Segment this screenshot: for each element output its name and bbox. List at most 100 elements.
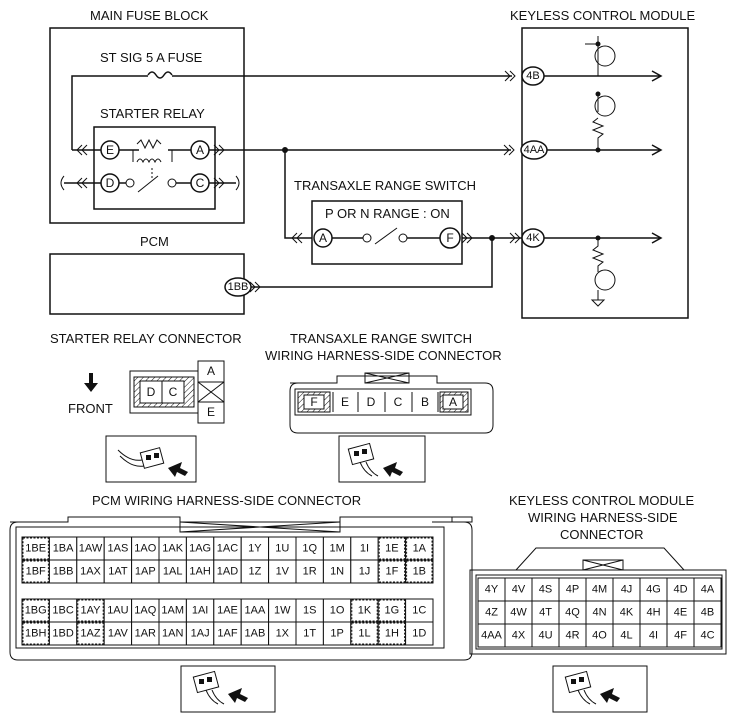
pcm-cell-1ay: 1AY [76, 598, 105, 623]
pcm-cell-1aq: 1AQ [131, 598, 160, 623]
kcm-cell-label: 4S [539, 584, 552, 596]
kcm-pin-4k: 4K [521, 228, 545, 248]
starter-relay-label: STARTER RELAY [100, 106, 205, 121]
keyless-control-module-box [521, 27, 689, 319]
kcm-connector-shell [469, 547, 727, 655]
pcm-cell-label: 1AR [135, 628, 156, 640]
kcm-arrow-4k [651, 232, 663, 244]
trs-conn-cell-d: D [367, 395, 376, 409]
pcm-cell-1aa: 1AA [240, 598, 270, 623]
kcm-cell-label: 4B [701, 607, 714, 619]
relay-switch-arm [137, 175, 159, 193]
pcm-cell-label: 1U [275, 543, 289, 555]
relay-pin-a: A [190, 140, 210, 160]
kcm-cell-label: 4U [538, 630, 552, 642]
pcm-connector-title: PCM WIRING HARNESS-SIDE CONNECTOR [92, 493, 361, 508]
pcm-cell-label: 1BD [52, 628, 73, 640]
kcm-cell-4k: 4K [612, 600, 641, 625]
pcm-cell-1k: 1K [350, 598, 379, 623]
kcm-cell-label: 4I [649, 630, 658, 642]
relay-conn-cell-d: D [147, 385, 156, 399]
pcm-cell-1ah: 1AH [185, 559, 215, 584]
pcm-cell-1n: 1N [322, 559, 352, 584]
pcm-box [49, 253, 245, 315]
kcm-cell-4q: 4Q [558, 600, 587, 625]
p-or-n-range-label: P OR N RANGE : ON [325, 206, 450, 221]
pcm-cell-label: 1O [330, 605, 345, 617]
trs-connector-title-2: WIRING HARNESS-SIDE CONNECTOR [265, 348, 502, 363]
pcm-cell-1h: 1H [377, 621, 407, 646]
pcm-cell-1u: 1U [268, 536, 297, 561]
kcm-transistor-3 [590, 238, 616, 307]
pcm-cell-1bb: 1BB [48, 559, 78, 584]
kcm-cell-label: 4Z [485, 607, 498, 619]
pcm-cell-1p: 1P [322, 621, 352, 646]
pcm-title: PCM [140, 234, 169, 249]
kcm-cell-4p: 4P [558, 577, 587, 602]
pcm-cell-label: 1AY [81, 605, 102, 617]
pcm-cell-label: 1K [358, 605, 372, 617]
kcm-cell-4u: 4U [531, 623, 560, 648]
kcm-cell-label: 4N [592, 607, 606, 619]
pcm-cell-label: 1AS [108, 543, 129, 555]
pcm-pin-1bb: 1BB [224, 277, 252, 297]
svg-text:4B: 4B [526, 70, 539, 82]
kcm-cell-4m: 4M [585, 577, 614, 602]
starter-relay-connector [129, 360, 225, 424]
wire-to-switch-a [284, 150, 314, 239]
kcm-cell-4g: 4G [639, 577, 668, 602]
kcm-cell-4v: 4V [504, 577, 533, 602]
svg-text:4AA: 4AA [524, 144, 545, 156]
kcm-cell-label: 4AA [481, 630, 502, 642]
pcm-cell-1l: 1L [350, 621, 379, 646]
pcm-cell-label: 1Z [248, 566, 261, 578]
pcm-cell-1o: 1O [322, 598, 352, 623]
pcm-cell-label: 1AL [163, 566, 183, 578]
pcm-cell-1as: 1AS [103, 536, 133, 561]
pcm-cell-label: 1R [303, 566, 317, 578]
svg-text:D: D [106, 176, 115, 190]
relay-conn-cell-e: E [207, 405, 215, 419]
pcm-cell-1aj: 1AJ [185, 621, 215, 646]
pcm-cell-1s: 1S [295, 598, 324, 623]
pcm-cell-label: 1BA [53, 543, 74, 555]
pcm-cell-label: 1Y [248, 543, 262, 555]
pcm-cell-label: 1AZ [80, 628, 100, 640]
pcm-cell-1bf: 1BF [21, 559, 50, 584]
relay-pin-c: C [190, 173, 210, 193]
starter-relay-box [93, 126, 216, 210]
relay-conn-cell-a: A [207, 364, 215, 378]
kcm-cell-4w: 4W [504, 600, 533, 625]
pcm-cell-label: 1AJ [191, 628, 210, 640]
pcm-cell-label: 1B [413, 566, 426, 578]
wire-fuse-to-relay-e [71, 75, 148, 150]
svg-text:A: A [319, 231, 327, 245]
svg-text:4K: 4K [526, 232, 540, 244]
pcm-cell-1f: 1F [377, 559, 407, 584]
pcm-cell-label: 1W [274, 605, 291, 617]
kcm-pin-4aa: 4AA [520, 140, 548, 160]
relay-coil [136, 158, 162, 164]
pcm-cell-label: 1AV [108, 628, 129, 640]
pcm-cell-1be: 1BE [21, 536, 50, 561]
pcm-cell-1an: 1AN [158, 621, 187, 646]
kcm-cell-4l: 4L [612, 623, 641, 648]
kcm-cell-4y: 4Y [477, 577, 506, 602]
relay-pin-d: D [100, 173, 120, 193]
connector-view-icon-3 [180, 665, 276, 713]
pcm-cell-1bg: 1BG [21, 598, 50, 623]
pcm-connector-shell [9, 516, 473, 661]
pcm-cell-label: 1AQ [134, 605, 156, 617]
pcm-cell-label: 1I [360, 543, 369, 555]
kcm-cell-label: 4E [674, 607, 687, 619]
pcm-cell-1ag: 1AG [185, 536, 215, 561]
kcm-pin-4b: 4B [521, 66, 545, 86]
svg-text:1BB: 1BB [228, 281, 249, 293]
kcm-cell-4j: 4J [612, 577, 641, 602]
pcm-cell-label: 1F [385, 566, 398, 578]
transaxle-range-switch-title: TRANSAXLE RANGE SWITCH [294, 178, 476, 193]
connector-view-icon-4 [552, 665, 648, 713]
kcm-cell-4c: 4C [693, 623, 722, 648]
svg-text:A: A [196, 143, 204, 157]
